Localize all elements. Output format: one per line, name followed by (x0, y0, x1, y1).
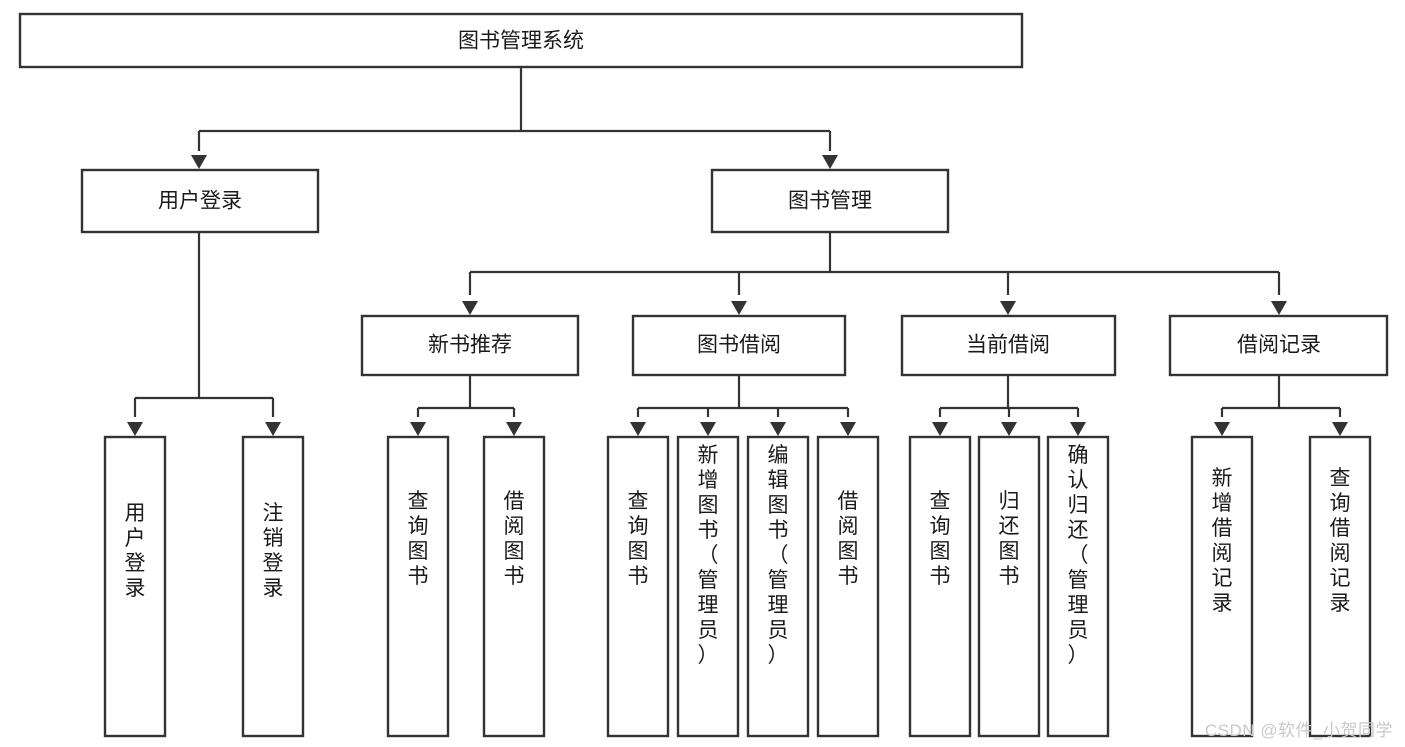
leaf-user-login-2[interactable]: 注销登录 (241, 435, 305, 738)
leaf-borrow-record-2-label: 查询借阅记录 (1330, 467, 1351, 615)
node-book-borrow[interactable]: 图书借阅 (631, 314, 847, 377)
leaf-book-borrow-4-box[interactable] (816, 435, 880, 738)
leaf-book-borrow-3[interactable]: 编辑图书（管理员） (746, 435, 810, 738)
leaf-new-book-2[interactable]: 借阅图书 (482, 435, 546, 738)
leaf-current-borrow-3-label: 确认归还（管理员） (1068, 444, 1089, 667)
leaf-book-borrow-2[interactable]: 新增图书（管理员） (676, 435, 740, 738)
arrow-bookborrow-leaf-2 (700, 422, 716, 436)
leaf-user-login-1-box[interactable] (103, 435, 167, 738)
leaf-new-book-1-label: 查询图书 (408, 490, 429, 588)
leaf-current-borrow-1-label: 查询图书 (930, 490, 951, 588)
leaf-book-borrow-3-box[interactable] (746, 435, 810, 738)
arrow-userlogin-leaf-2 (265, 422, 281, 436)
leaf-new-book-2-label: 借阅图书 (504, 490, 525, 588)
leaf-book-borrow-4-label: 借阅图书 (838, 490, 859, 588)
leaf-book-borrow-4[interactable]: 借阅图书 (816, 435, 880, 738)
node-new-book-recommend-label: 新书推荐 (428, 334, 512, 357)
arrow-to-book-mgmt (822, 155, 838, 169)
node-user-login-label: 用户登录 (158, 190, 242, 213)
node-user-login-box[interactable] (80, 168, 320, 234)
arrow-borrowrecord-leaf-2 (1332, 422, 1348, 436)
arrow-userlogin-leaf-1 (127, 422, 143, 436)
leaf-current-borrow-3-box[interactable] (1046, 435, 1110, 738)
arrow-to-book-borrow (731, 301, 747, 315)
node-book-management-box[interactable] (710, 168, 950, 234)
leaf-borrow-record-1-label: 新增借阅记录 (1212, 467, 1233, 615)
node-current-borrow-label: 当前借阅 (966, 334, 1050, 357)
node-new-book-recommend[interactable]: 新书推荐 (360, 314, 580, 377)
arrow-bookborrow-leaf-4 (840, 422, 856, 436)
arrow-bookborrow-leaf-1 (630, 422, 646, 436)
leaf-book-borrow-1-box[interactable] (606, 435, 670, 738)
arrow-currentborrow-leaf-3 (1070, 422, 1086, 436)
leaf-current-borrow-3[interactable]: 确认归还（管理员） (1046, 435, 1110, 738)
leaf-new-book-1-box[interactable] (386, 435, 450, 738)
leaf-new-book-2-box[interactable] (482, 435, 546, 738)
edges-layer (127, 67, 1348, 436)
leaf-book-borrow-1-label: 查询图书 (628, 490, 649, 588)
node-new-book-recommend-box[interactable] (360, 314, 580, 377)
arrow-currentborrow-leaf-1 (932, 422, 948, 436)
leaf-current-borrow-1-box[interactable] (908, 435, 972, 738)
node-root-box[interactable] (18, 12, 1024, 69)
node-current-borrow[interactable]: 当前借阅 (900, 314, 1117, 377)
leaf-borrow-record-1[interactable]: 新增借阅记录 (1190, 435, 1254, 738)
leaf-book-borrow-2-label: 新增图书（管理员） (698, 444, 719, 667)
leaf-book-borrow-2-box[interactable] (676, 435, 740, 738)
leaf-new-book-1[interactable]: 查询图书 (386, 435, 450, 738)
arrow-to-current-borrow (1000, 301, 1016, 315)
node-root-label: 图书管理系统 (458, 30, 584, 53)
leaf-borrow-record-2[interactable]: 查询借阅记录 (1308, 435, 1372, 738)
leaf-current-borrow-1[interactable]: 查询图书 (908, 435, 972, 738)
node-book-management[interactable]: 图书管理 (710, 168, 950, 234)
leaf-book-borrow-1[interactable]: 查询图书 (606, 435, 670, 738)
leaf-user-login-2-box[interactable] (241, 435, 305, 738)
arrow-newbook-leaf-2 (506, 422, 522, 436)
leaf-book-borrow-3-label: 编辑图书（管理员） (768, 444, 789, 667)
leaf-current-borrow-2-label: 归还图书 (999, 490, 1020, 588)
node-borrow-record-box[interactable] (1168, 314, 1389, 377)
node-book-management-label: 图书管理 (788, 190, 872, 213)
leaf-user-login-2-label: 注销登录 (263, 502, 284, 600)
node-user-login[interactable]: 用户登录 (80, 168, 320, 234)
leaf-current-borrow-2[interactable]: 归还图书 (977, 435, 1041, 738)
arrow-newbook-leaf-1 (410, 422, 426, 436)
arrow-to-borrow-record (1271, 301, 1287, 315)
leaf-borrow-record-1-box[interactable] (1190, 435, 1254, 738)
node-current-borrow-box[interactable] (900, 314, 1117, 377)
node-book-borrow-box[interactable] (631, 314, 847, 377)
leaf-user-login-1[interactable]: 用户登录 (103, 435, 167, 738)
node-book-borrow-label: 图书借阅 (697, 334, 781, 357)
node-borrow-record-label: 借阅记录 (1237, 334, 1321, 357)
arrow-borrowrecord-leaf-1 (1214, 422, 1230, 436)
leaf-current-borrow-2-box[interactable] (977, 435, 1041, 738)
node-root[interactable]: 图书管理系统 (18, 12, 1024, 69)
arrow-to-user-login (191, 155, 207, 169)
arrow-bookborrow-leaf-3 (770, 422, 786, 436)
node-borrow-record[interactable]: 借阅记录 (1168, 314, 1389, 377)
leaf-borrow-record-2-box[interactable] (1308, 435, 1372, 738)
arrow-currentborrow-leaf-2 (1001, 422, 1017, 436)
leaf-user-login-1-label: 用户登录 (125, 502, 146, 600)
arrow-to-new-book (462, 301, 478, 315)
